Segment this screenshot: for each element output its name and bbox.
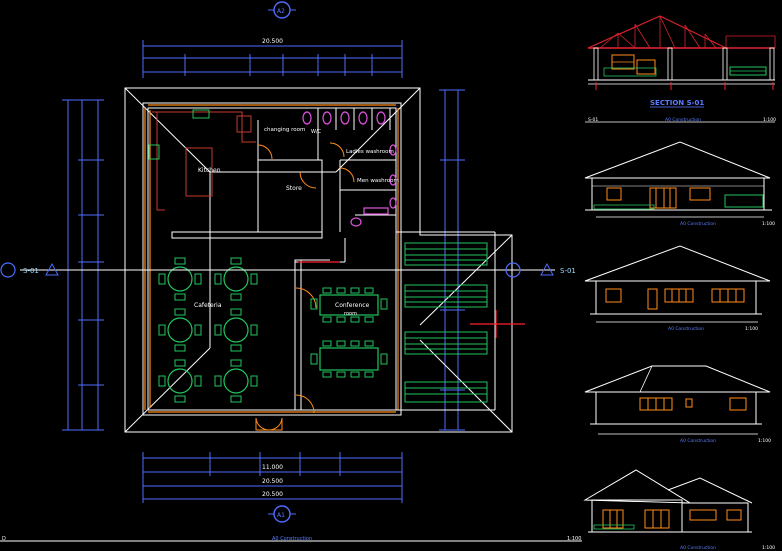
room-label-conference: Conference (335, 302, 370, 309)
washroom-stalls (335, 108, 391, 130)
cafeteria-tables (158, 257, 258, 403)
elevation-4-scale: 1:100 (762, 545, 775, 551)
dim-bottom-middle: 11.000 (262, 464, 283, 471)
elevation-side (584, 245, 771, 323)
elevation-3-label: A0 Construction (680, 438, 716, 444)
elevation-marker-top-label: A2 (277, 8, 285, 15)
room-label-kitchen: Kitchen (198, 167, 221, 174)
room-label-changing-room: changing room (264, 127, 305, 133)
verandah-benches (404, 242, 488, 403)
section-label-left: S-01 (23, 267, 39, 275)
room-label-wc: W/C (311, 129, 322, 135)
elevation-2-scale: 1:100 (745, 326, 758, 332)
section-s01-drawing (585, 15, 776, 123)
section-scale: 1:100 (763, 117, 776, 123)
sanitary-fixtures (302, 111, 397, 227)
interior-walls (171, 108, 496, 411)
elevation-left (583, 469, 753, 533)
door-swings (255, 142, 355, 431)
kitchen-appliances (148, 109, 210, 160)
bottom-dimension-chain (142, 452, 403, 503)
wall-hatch (144, 104, 399, 413)
elevation-marker-top (268, 1, 296, 19)
section-subtitle: A0 Construction (665, 117, 701, 123)
section-subtitle-left: S-01 (588, 117, 598, 123)
footer-title: A0 Construction (272, 536, 312, 542)
elevation-marker-bottom (268, 505, 296, 523)
dim-overall-bottom-1: 20.500 (262, 478, 283, 485)
elevation-3-scale: 1:100 (758, 438, 771, 444)
room-label-store: Store (286, 185, 302, 192)
section-title: SECTION S-01 (650, 99, 704, 107)
footer-scale: 1:100 (567, 536, 581, 542)
elevation-1-scale: 1:100 (762, 221, 775, 227)
conference-tables (310, 287, 388, 378)
section-marker-right (505, 262, 554, 278)
elevation-marker-bottom-label: A1 (277, 512, 285, 519)
kitchen-counters (152, 111, 256, 211)
floor-plan: 20.500 (0, 1, 582, 542)
room-label-ladies-washroom: Ladies washroom (346, 149, 394, 155)
room-label-men-washroom: Men washroom (357, 178, 399, 184)
left-dimension-chain (62, 99, 104, 431)
room-label-cafeteria: Cafeteria (194, 302, 222, 309)
top-dimension-chain (142, 40, 403, 78)
exterior-walls (142, 102, 402, 416)
elevation-rear (584, 365, 771, 435)
roof-outline (124, 87, 513, 433)
elevation-1-label: A0 Construction (680, 221, 716, 227)
elevation-front (584, 141, 772, 218)
room-label-conference-sub: room (344, 311, 357, 317)
dim-overall-top: 20.500 (262, 38, 283, 45)
section-marker-left (0, 262, 59, 278)
elevation-2-label: A0 Construction (668, 326, 704, 332)
footer-left: D (2, 536, 6, 542)
section-label-right: S-01 (560, 267, 576, 275)
elevation-4-label: A0 Construction (680, 545, 716, 551)
section-cut-accent (298, 261, 525, 338)
dim-overall-bottom-2: 20.500 (262, 491, 283, 498)
